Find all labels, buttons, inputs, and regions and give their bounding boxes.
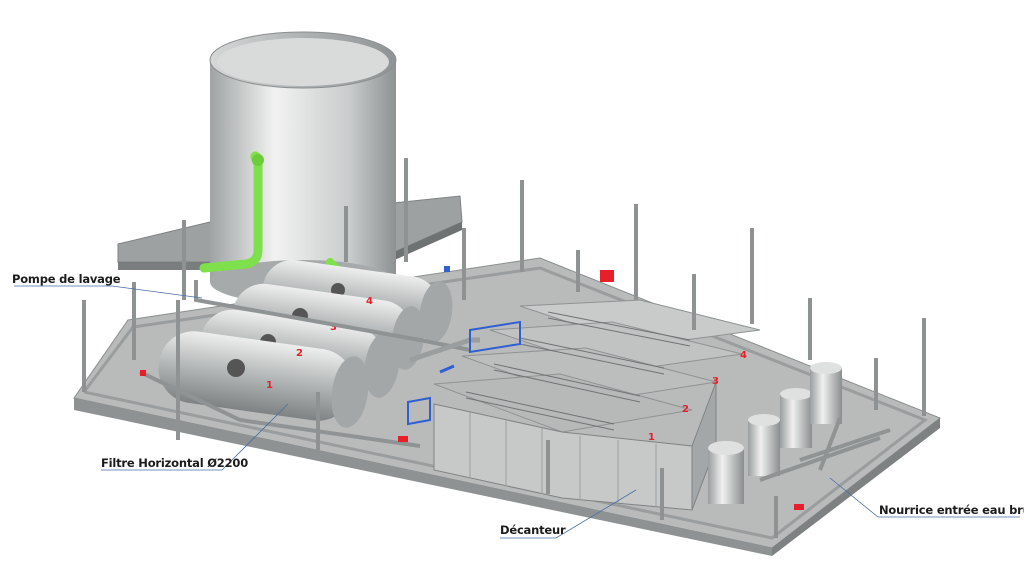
filter-vessels: 1 2 3 4 [139,259,480,448]
filter-number-2: 2 [296,348,303,359]
filter-number-1: 1 [266,380,273,391]
settler-number-4: 4 [740,350,747,361]
label-pompe-de-lavage: Pompe de lavage [12,272,121,286]
settler-number-2: 2 [682,404,689,415]
label-nourrice-entree: Nourrice entrée eau brute [879,503,1024,517]
vertical-columns [708,362,891,504]
label-filtre-horizontal: Filtre Horizontal Ø2200 [101,456,249,470]
callout-lines [14,285,1020,539]
filter-vessel-1 [158,331,369,428]
filter-number-4: 4 [366,296,373,307]
filter-number-3: 3 [330,322,337,333]
label-decanteur: Décanteur [500,523,566,537]
settler-number-3: 3 [712,376,719,387]
support-posts [82,158,926,538]
red-markers [140,270,804,510]
settler-number-1: 1 [648,432,655,443]
settler-tanks: 1 2 3 4 [407,266,761,511]
